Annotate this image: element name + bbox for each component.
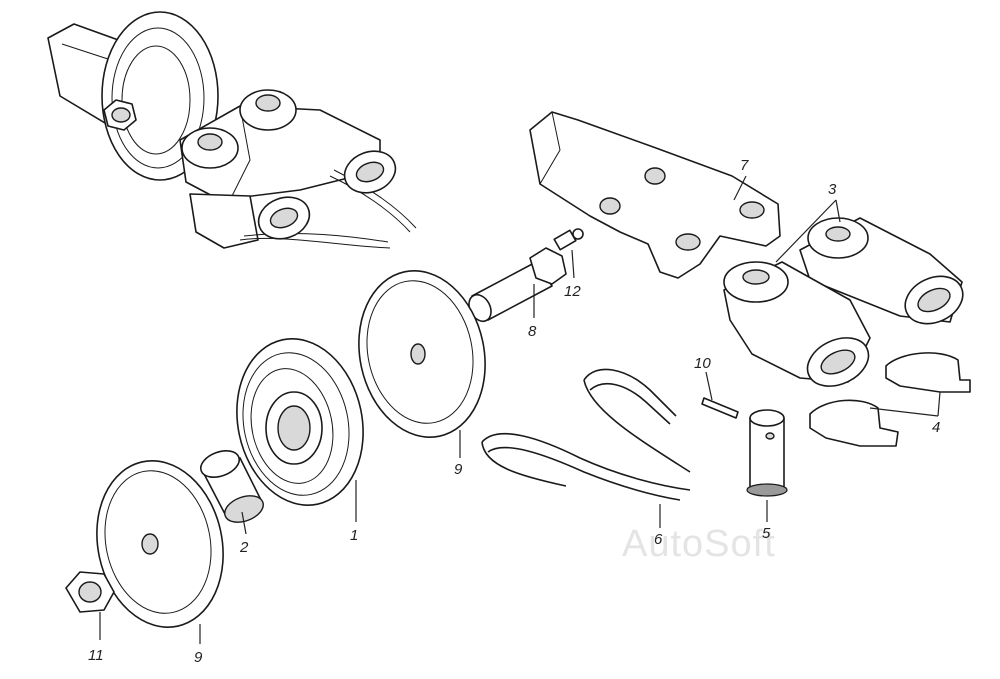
leader-lines xyxy=(99,175,941,644)
callout-12: 12 xyxy=(564,283,581,300)
watermark-text: AutoSoft xyxy=(622,523,776,565)
callout-5: 5 xyxy=(762,525,771,542)
callout-11: 11 xyxy=(88,647,104,664)
grease-nipple xyxy=(553,228,584,251)
bracket-plate xyxy=(529,111,781,279)
callout-8: 8 xyxy=(528,323,537,340)
callout-9-upper: 9 xyxy=(454,461,463,478)
callout-1: 1 xyxy=(350,527,358,544)
callout-10: 10 xyxy=(694,355,711,372)
spring-clips xyxy=(481,368,691,501)
flange-disc-lower xyxy=(96,460,224,628)
sleeve-bushing xyxy=(746,409,788,497)
axle-pin xyxy=(468,247,567,323)
assembled-pulley-unit xyxy=(47,11,417,249)
grooved-pulley xyxy=(236,338,364,506)
callout-9-lower: 9 xyxy=(194,649,203,666)
callout-labels: 1 2 3 4 5 6 7 8 9 9 10 11 12 xyxy=(88,157,940,666)
wedge-pads xyxy=(809,352,971,447)
lever-pair xyxy=(723,217,964,387)
bushing xyxy=(199,450,264,523)
hex-nut xyxy=(65,571,115,613)
cotter-pin xyxy=(701,397,739,419)
callout-7: 7 xyxy=(740,157,749,174)
flange-disc-upper xyxy=(358,270,486,438)
callout-3: 3 xyxy=(828,181,837,198)
callout-4: 4 xyxy=(932,419,940,436)
callout-6: 6 xyxy=(654,531,663,548)
callout-2: 2 xyxy=(239,539,249,556)
